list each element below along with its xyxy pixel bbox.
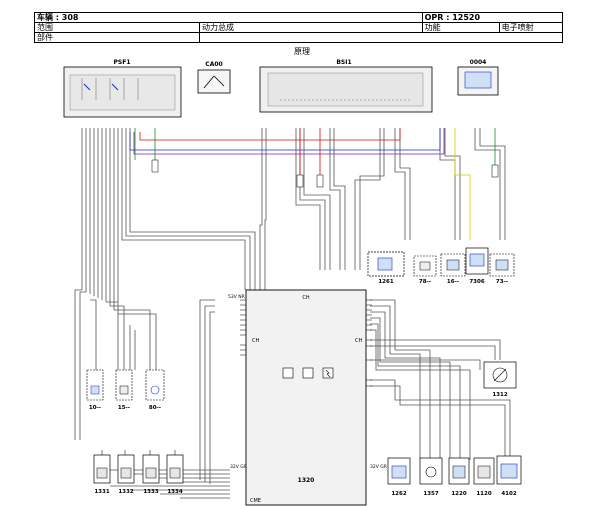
- ecu-1320-label: 1320: [298, 477, 315, 484]
- ca00-box: CA00: [197, 61, 231, 94]
- c1357-box: 1357: [419, 457, 443, 497]
- v53-label: 53V NR: [228, 294, 245, 300]
- ground-markers: [151, 159, 499, 188]
- ca00-label: CA00: [205, 61, 222, 68]
- c1120-box: 1120: [473, 457, 495, 497]
- c80-label: 80--: [149, 405, 161, 411]
- ecu-1320-box: 1320 CH CH CH CME 53V NR 32V GR 32V GR: [228, 289, 387, 506]
- c73-box: 73--: [489, 253, 515, 285]
- c7306-box: 7306: [465, 247, 489, 285]
- c1332-label: 1332: [118, 489, 133, 495]
- c0004-box: 0004: [457, 59, 499, 96]
- c73-label: 73--: [496, 279, 508, 285]
- bsi1-box: BSI1: [259, 59, 433, 113]
- psf1-box: PSF1: [63, 59, 182, 118]
- header-table: 车辆 : 308 OPR : 12520 范围 动力总成 功能 电子喷射 部件: [34, 12, 564, 43]
- cme-label: CME: [250, 498, 261, 504]
- c1120-label: 1120: [476, 491, 491, 497]
- c1333-box: 1333: [142, 454, 160, 495]
- c16-box: 16--: [440, 253, 466, 285]
- ch-top-label: CH: [302, 295, 309, 301]
- c1312-label: 1312: [492, 392, 507, 398]
- c1334-box: 1334: [166, 454, 184, 495]
- psf1-label: PSF1: [114, 59, 131, 66]
- v32-label: 32V GR: [230, 464, 247, 470]
- diagram-subtitle: 原理: [294, 47, 310, 56]
- c1333-label: 1333: [143, 489, 158, 495]
- c1262-label: 1262: [391, 491, 406, 497]
- c1220-label: 1220: [451, 491, 466, 497]
- c7306-label: 7306: [469, 279, 484, 285]
- c78-label: 78--: [419, 279, 431, 285]
- ch-right-label: CH: [355, 338, 362, 344]
- c0004-label: 0004: [470, 59, 487, 66]
- c1262-box: 1262: [387, 457, 411, 497]
- c4102-label: 4102: [501, 491, 516, 497]
- bsi1-label: BSI1: [336, 59, 351, 66]
- c78-box: 78--: [413, 255, 437, 285]
- v32b-label: 32V GR: [370, 464, 387, 470]
- c1332-box: 1332: [117, 454, 135, 495]
- c1220-box: 1220: [448, 457, 470, 497]
- c15-label: 15--: [118, 405, 130, 411]
- c10-label: 10--: [89, 405, 101, 411]
- c80-box: 80--: [145, 369, 165, 411]
- component-value-cell: [199, 32, 563, 43]
- c16-label: 16--: [447, 279, 459, 285]
- ch-left-label: CH: [252, 338, 259, 344]
- c1357-label: 1357: [423, 491, 438, 497]
- c1261-box: 1261: [367, 251, 405, 285]
- c1261-label: 1261: [378, 279, 393, 285]
- c1331-label: 1331: [94, 489, 109, 495]
- c1312-box: 1312: [483, 361, 517, 398]
- c1331-box: 1331: [93, 454, 111, 495]
- c10-box: 10--: [86, 369, 104, 411]
- c4102-box: 4102: [496, 455, 522, 497]
- c15-box: 15--: [115, 369, 133, 411]
- c1334-label: 1334: [167, 489, 182, 495]
